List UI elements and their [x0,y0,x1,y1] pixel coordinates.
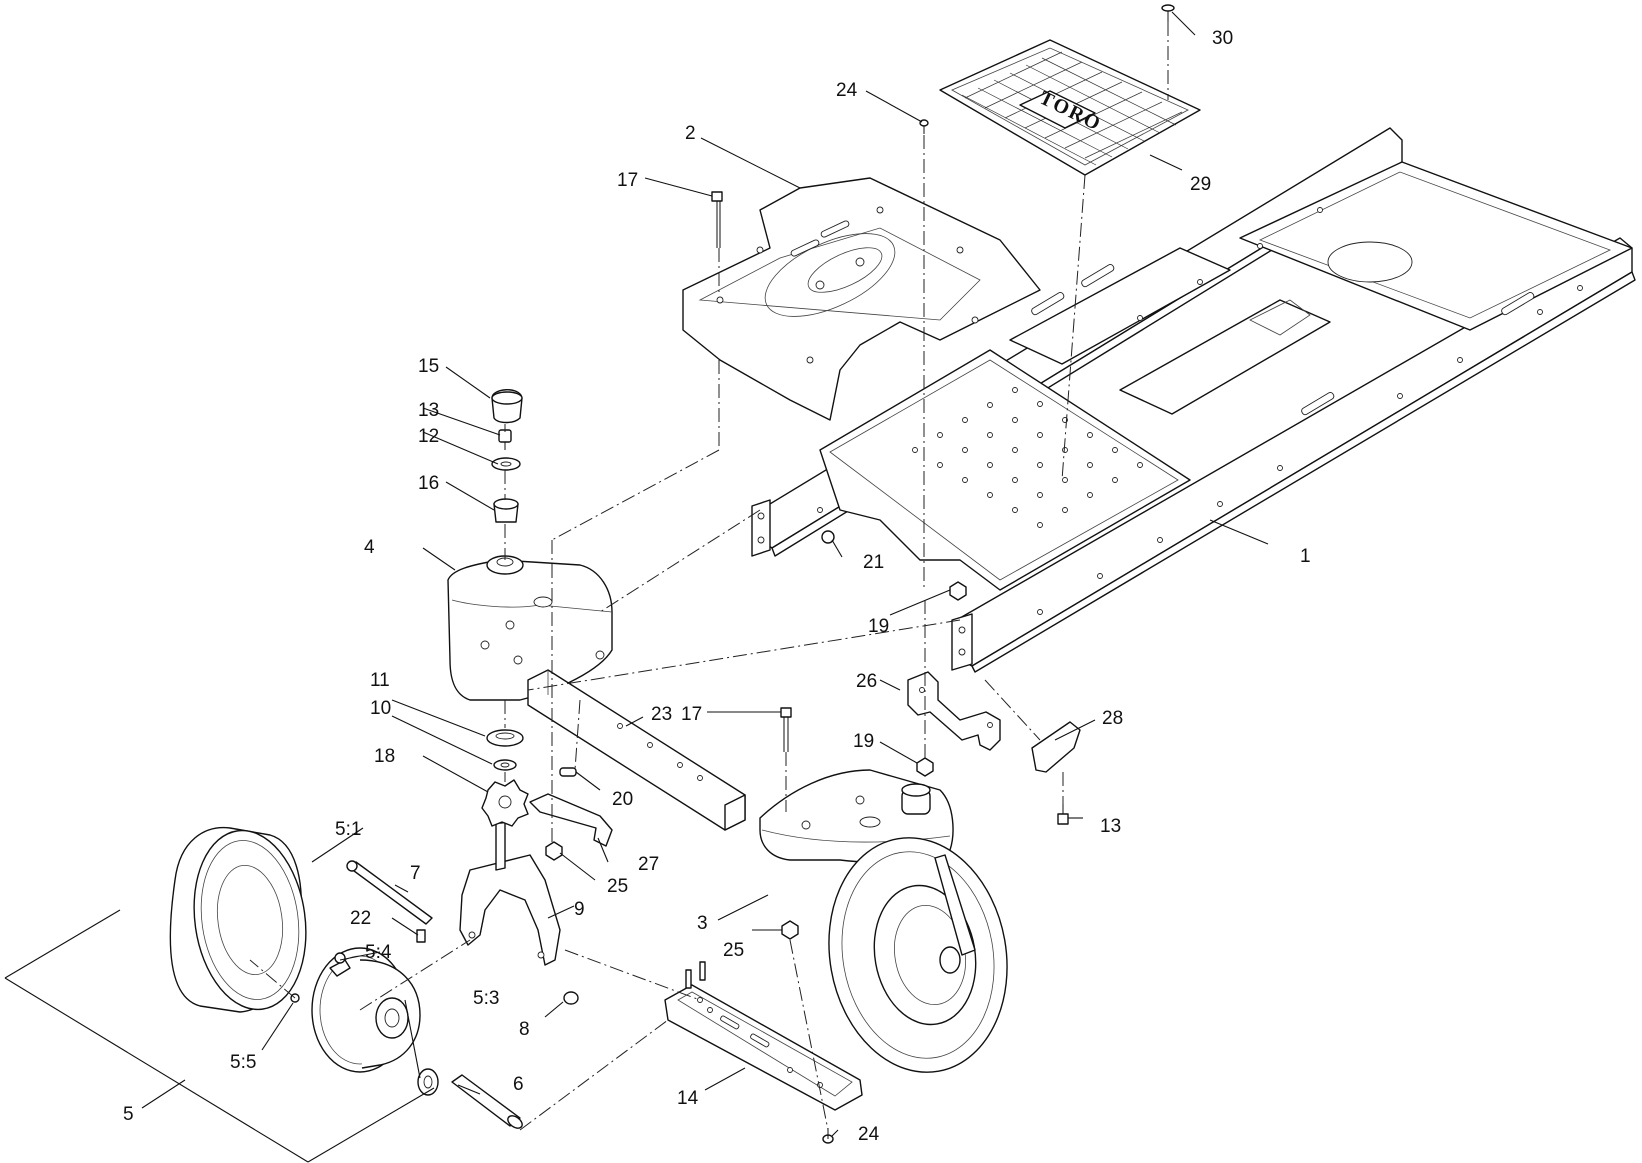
bracket-26 [907,671,1001,751]
callout-5: 5 [123,1104,134,1125]
caster-fork [459,812,561,966]
assembly-centerlines [249,22,1169,1131]
callout-labels: 1 2 3 4 5 5:1 5:3 5:4 5:5 6 7 8 9 10 11 … [123,28,1311,1145]
left-caster-housing [447,555,613,701]
callout-28: 28 [1102,708,1123,729]
callout-21: 21 [863,552,884,573]
main-frame [751,127,1636,673]
callout-29: 29 [1190,174,1211,195]
right-caster-wheel [828,837,1008,1073]
callout-26: 26 [856,671,877,692]
console-plate [682,177,1041,421]
callout-5-4: 5:4 [365,942,392,963]
callout-25a: 25 [607,876,628,897]
callout-18: 18 [374,746,395,767]
callout-24b: 24 [858,1124,880,1145]
callout-24a: 24 [836,80,858,101]
floor-plate-perforations [912,387,1143,528]
callout-1: 1 [1300,546,1311,567]
left-wheel-rim [311,947,421,1073]
callout-23: 23 [651,704,672,725]
callout-5-5: 5:5 [230,1052,256,1073]
callout-3: 3 [697,913,708,934]
callout-2: 2 [685,123,696,144]
small-hardware [346,4,1175,1144]
callout-13a: 13 [418,400,439,421]
bracket-27 [529,793,613,847]
callout-9: 9 [574,899,585,920]
callout-14: 14 [677,1088,699,1109]
callout-20: 20 [612,789,633,810]
callout-25b: 25 [723,940,744,961]
callout-11: 11 [370,670,390,691]
callout-27: 27 [638,854,659,875]
callout-19b: 19 [853,731,874,752]
callout-16: 16 [418,473,439,494]
callout-30: 30 [1212,28,1233,49]
left-wheel-tire [169,826,307,1013]
wheel-hardware [290,952,523,1129]
bracket-28 [1031,721,1081,773]
leader-lines [4,11,1269,1163]
callout-22: 22 [350,908,371,929]
callout-12: 12 [418,426,439,447]
callout-17a: 17 [617,170,638,191]
callout-5-1: 5:1 [335,819,361,840]
callout-10: 10 [370,698,391,719]
callout-7: 7 [410,863,421,884]
axle-tube [527,669,746,831]
callout-4: 4 [364,537,375,558]
callout-15: 15 [418,356,439,377]
callout-19a: 19 [868,616,889,637]
callout-8: 8 [519,1019,530,1040]
callout-6: 6 [513,1074,524,1095]
callout-17b: 17 [681,704,702,725]
mounting-plate [664,961,863,1111]
callout-13b: 13 [1100,816,1121,837]
callout-5-3: 5:3 [473,988,499,1009]
floor-mat: TORO [939,39,1201,176]
